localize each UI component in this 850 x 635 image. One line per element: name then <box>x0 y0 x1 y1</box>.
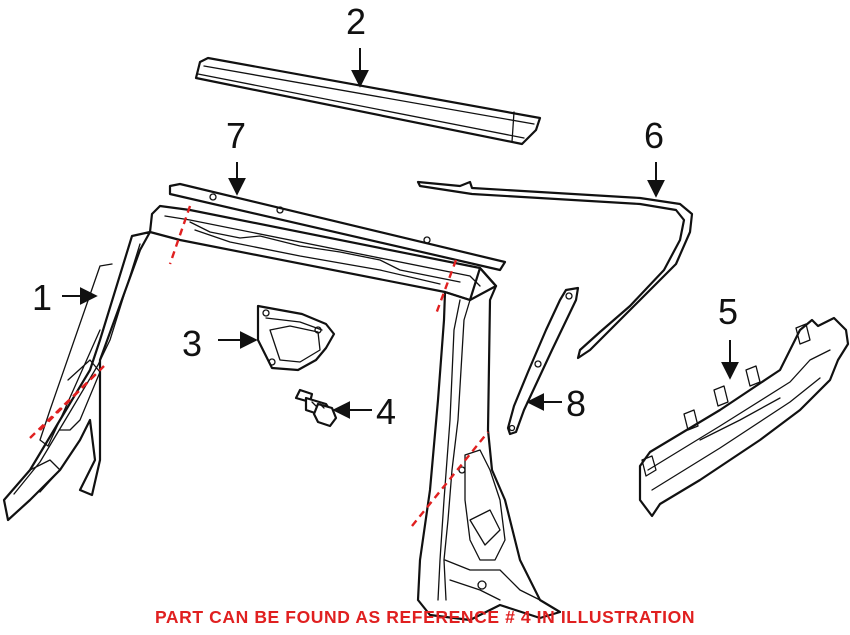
part-7-roof-molding <box>168 182 507 272</box>
part-2-roof-header <box>194 56 542 146</box>
part-6-rear-molding <box>416 180 694 360</box>
part-5-support-bracket <box>638 316 850 518</box>
callout-4: 4 <box>376 391 396 432</box>
callout-3: 3 <box>182 323 202 364</box>
callout-5: 5 <box>718 291 738 332</box>
callout-2: 2 <box>346 1 366 42</box>
callout-numbers: 2 7 6 1 3 4 5 8 <box>32 1 738 432</box>
cut-line-top-right <box>434 259 458 315</box>
callout-8: 8 <box>566 383 586 424</box>
cut-line-top-left <box>168 205 192 265</box>
reference-note: PART CAN BE FOUND AS REFERENCE # 4 IN IL… <box>154 607 696 627</box>
part-3-reinforcement-plate <box>256 304 336 372</box>
part-4-bolt <box>294 388 338 428</box>
callout-7: 7 <box>226 115 246 156</box>
cut-lines <box>29 205 489 527</box>
cut-line-right-pillar <box>411 431 489 527</box>
part-1-window-frame <box>2 204 562 622</box>
cut-line-left-pillar-b <box>39 365 105 431</box>
callout-arrows <box>62 48 739 419</box>
part-8-quarter-molding <box>506 286 580 436</box>
callout-1: 1 <box>32 277 52 318</box>
callout-6: 6 <box>644 115 664 156</box>
